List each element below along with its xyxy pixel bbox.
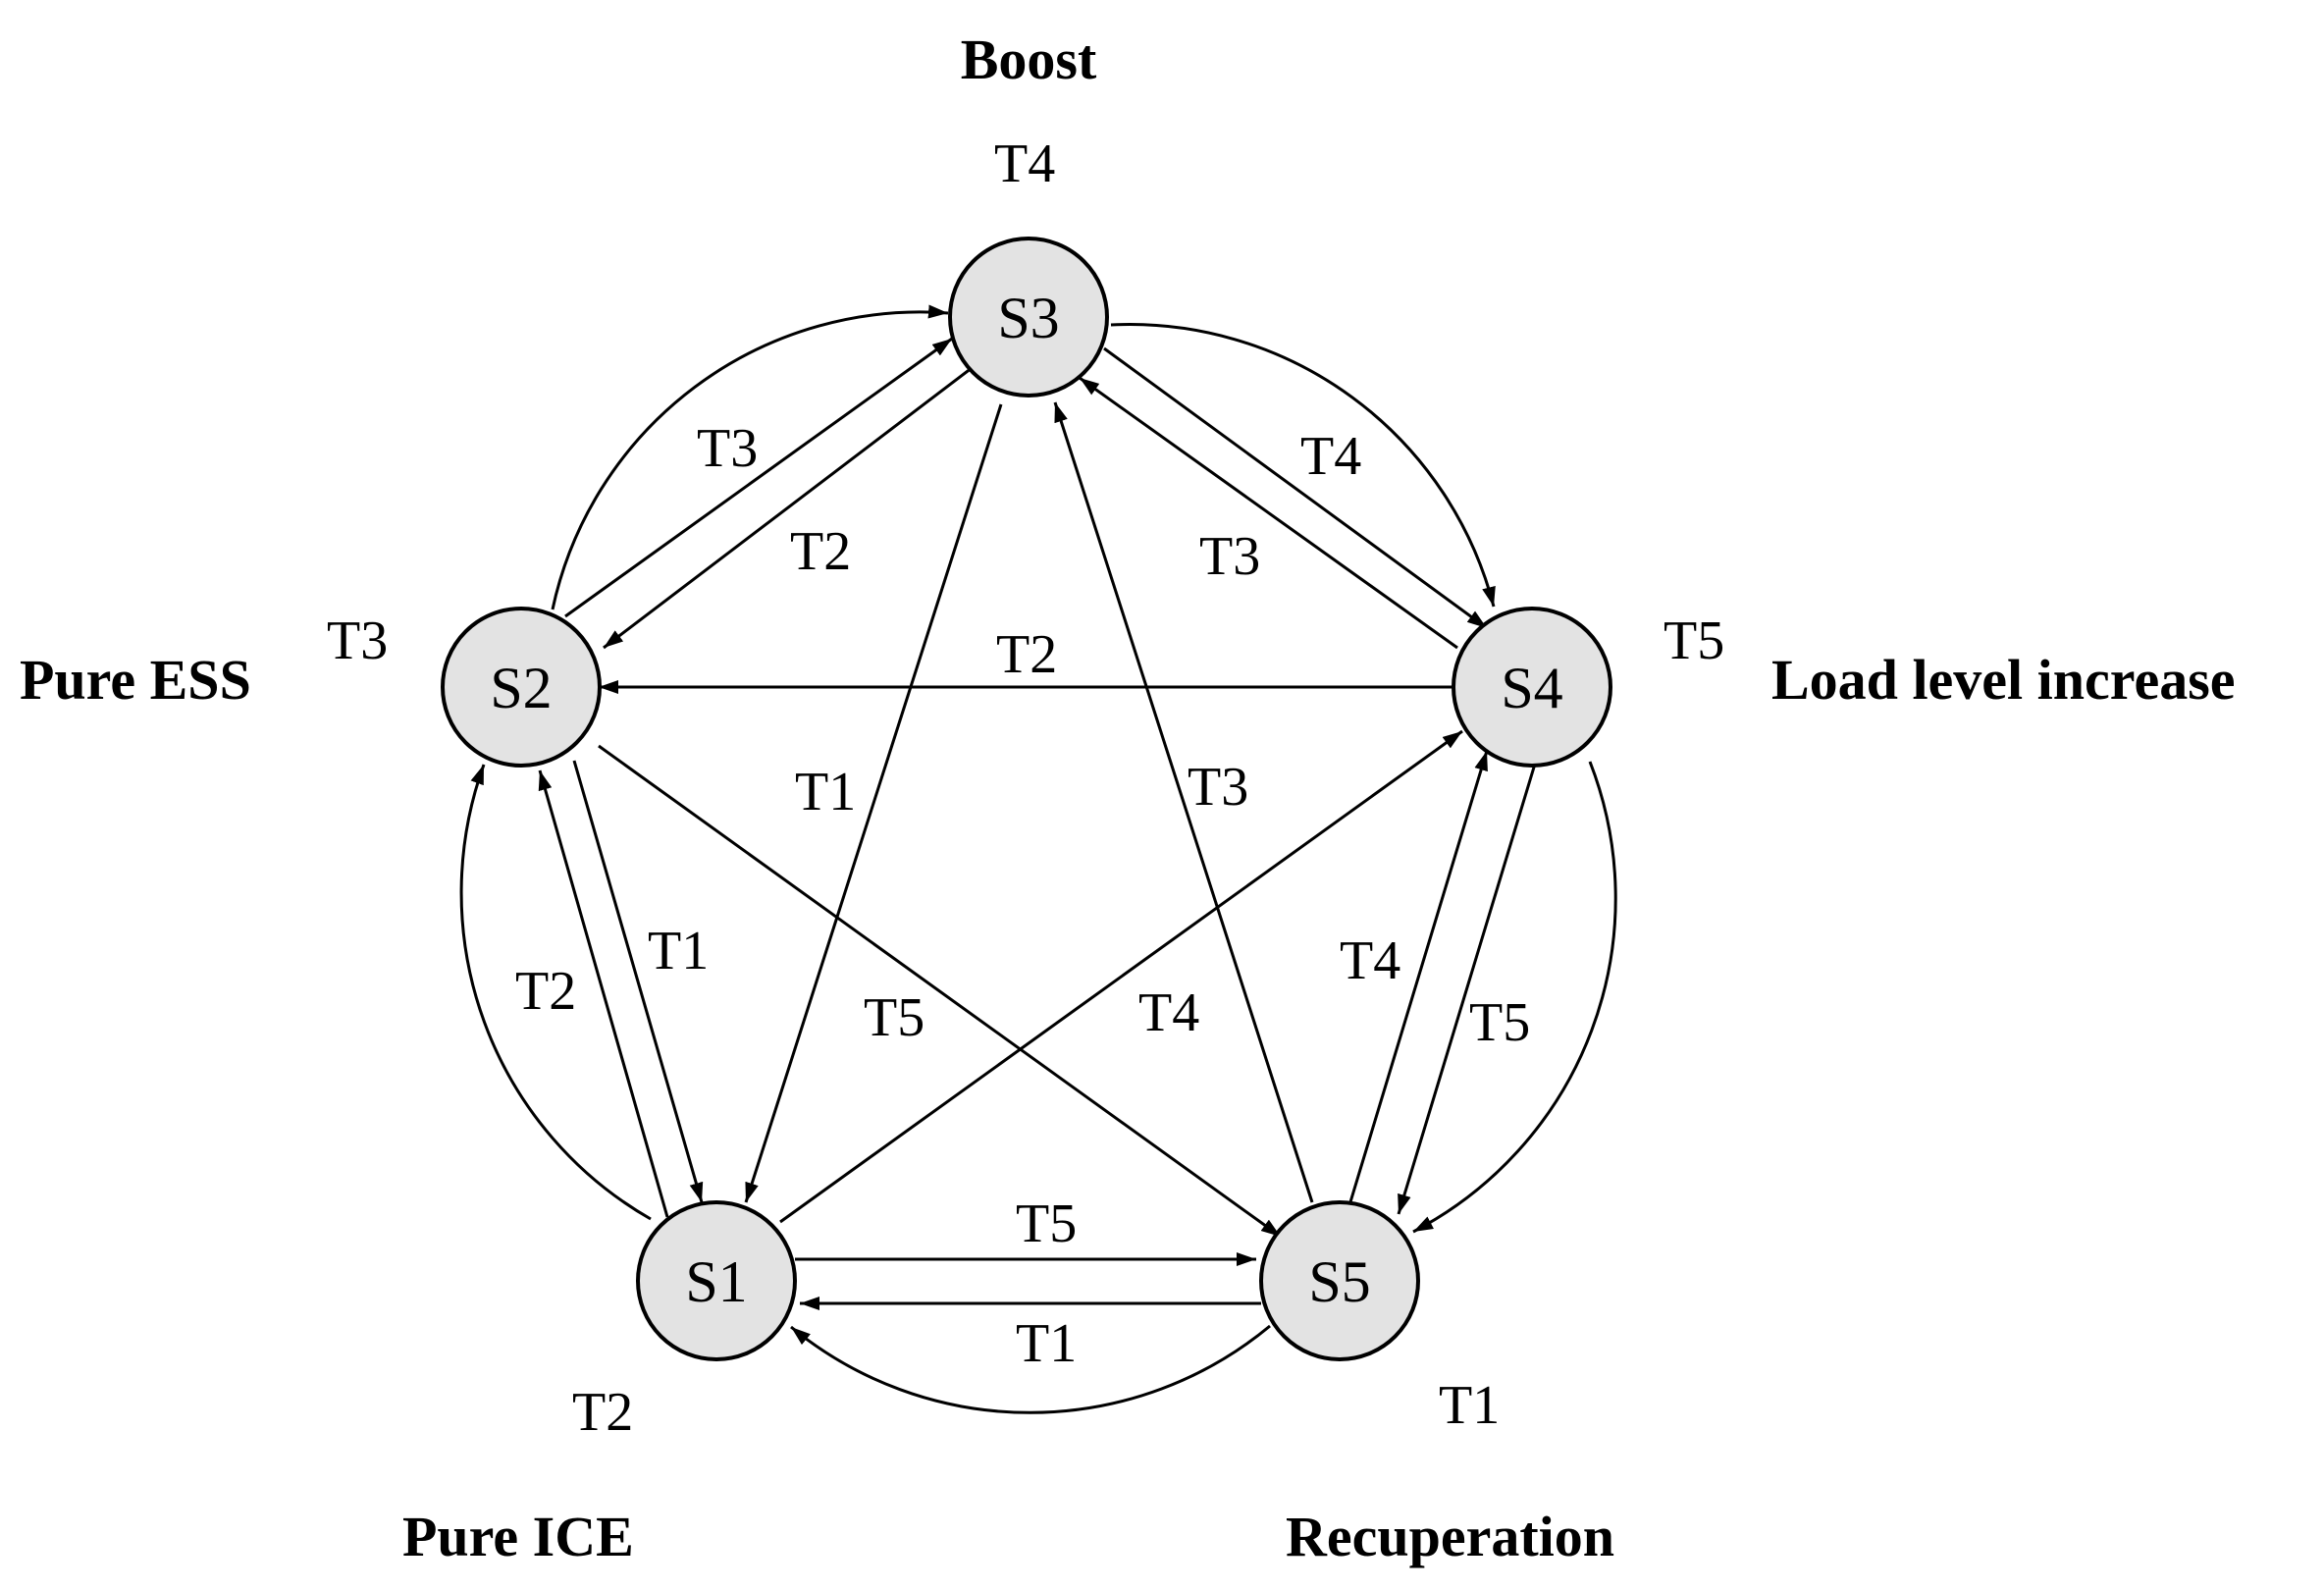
edge-s3-to-s1 — [744, 403, 1003, 1203]
edge-s1-to-s4 — [779, 729, 1463, 1224]
mode-recuperation-label: Recuperation — [1286, 1505, 1614, 1568]
arc-s2-to-s3 — [551, 304, 949, 610]
label-s3-to-s2: T2 — [790, 521, 851, 582]
label-s4-to-s3: T3 — [1199, 526, 1260, 587]
label-s3-to-s1: T1 — [795, 762, 856, 822]
label-arc-into-s5: T1 — [1439, 1375, 1500, 1436]
state-s4: S4 — [1452, 607, 1612, 768]
mode-load-level-increase-label: Load level increase — [1771, 648, 2236, 712]
outer-arcs — [459, 304, 1617, 1414]
edge-s2-to-s1 — [572, 760, 704, 1203]
mode-pure-ice-label: Pure ICE — [402, 1505, 634, 1568]
edge-s2-to-s3 — [564, 337, 953, 618]
label-arc-into-s4: T5 — [1664, 610, 1724, 671]
label-s4-to-s2: T2 — [996, 624, 1057, 685]
edge-s4-to-s5 — [1397, 760, 1538, 1215]
arc-s5-to-s1 — [790, 1324, 1271, 1414]
edge-s1-to-s2 — [538, 769, 669, 1218]
mode-pure-ess-label: Pure ESS — [20, 648, 251, 712]
state-s2: S2 — [441, 607, 602, 768]
transition-edges — [538, 337, 1538, 1310]
label-s3-to-s4: T4 — [1300, 426, 1361, 487]
label-arc-into-s2: T3 — [327, 610, 388, 671]
edge-s3-to-s2 — [603, 366, 973, 650]
arc-s3-to-s4 — [1110, 323, 1496, 608]
label-s1-to-s5: T5 — [1016, 1193, 1077, 1254]
state-s1-label: S1 — [685, 1249, 747, 1314]
state-s3-label: S3 — [997, 286, 1059, 350]
label-s5-to-s4: T4 — [1340, 930, 1400, 991]
edge-s2-to-s5 — [598, 744, 1282, 1239]
edge-s3-to-s4 — [1103, 346, 1488, 630]
label-arc-into-s1: T2 — [572, 1382, 633, 1443]
mode-boost-label: Boost — [961, 27, 1097, 91]
label-s5-to-s3: T3 — [1188, 757, 1248, 818]
label-s2-to-s3: T3 — [697, 418, 758, 479]
label-arc-into-s3: T4 — [994, 133, 1055, 194]
state-s2-label: S2 — [490, 656, 552, 720]
label-s4-to-s5: T5 — [1469, 992, 1530, 1053]
label-s1-to-s4: T4 — [1138, 982, 1199, 1043]
label-s5-to-s1: T1 — [1016, 1313, 1077, 1374]
state-s1: S1 — [636, 1200, 797, 1361]
state-s5: S5 — [1259, 1200, 1420, 1361]
label-s2-to-s1: T1 — [648, 921, 709, 981]
state-s4-label: S4 — [1501, 656, 1562, 720]
state-s5-label: S5 — [1308, 1249, 1370, 1314]
state-s3: S3 — [948, 237, 1109, 398]
mode-labels: Boost Pure ESS Load level increase Pure … — [20, 27, 2236, 1568]
transition-labels: T3 T2 T4 T3 T2 T1 T3 T1 T2 T5 T4 T4 T5 T… — [327, 133, 1724, 1443]
label-s2-to-s5: T5 — [864, 987, 924, 1048]
arc-s1-to-s2 — [459, 764, 652, 1221]
arc-s4-to-s5 — [1412, 761, 1617, 1234]
edge-s5-to-s3 — [1053, 401, 1314, 1203]
edge-s5-to-s4 — [1347, 750, 1489, 1206]
edge-s4-to-s3 — [1079, 376, 1458, 650]
label-s1-to-s2: T2 — [515, 961, 576, 1022]
